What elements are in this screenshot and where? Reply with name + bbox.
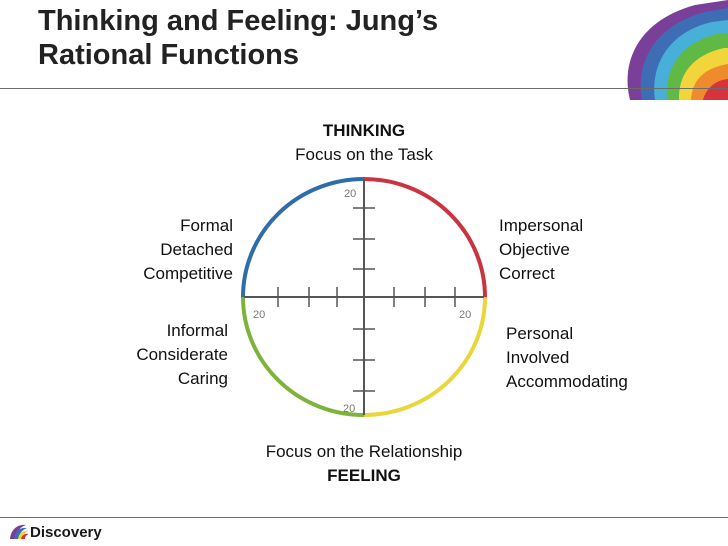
rainbow-swirl-logo-icon	[627, 0, 728, 100]
quadrant-bottom-left-traits: Informal Considerate Caring	[100, 319, 228, 391]
axis-label-right: 20	[459, 309, 471, 321]
axis-label-bottom: 20	[343, 403, 355, 415]
arc-top-left	[241, 177, 365, 298]
quadrant-bottom-right-traits: Personal Involved Accommodating	[506, 322, 676, 394]
trait: Considerate	[136, 345, 228, 364]
discovery-swirl-icon	[10, 524, 29, 539]
trait: Formal	[180, 216, 233, 235]
arc-top-right	[363, 177, 487, 298]
arc-bottom-left	[241, 296, 365, 417]
discovery-wordmark: Discovery	[30, 524, 102, 541]
trait: Involved	[506, 348, 570, 367]
footer-divider	[0, 517, 728, 518]
quadrant-top-right-traits: Impersonal Objective Correct	[499, 214, 639, 286]
thinking-subheading: Focus on the Task	[295, 145, 433, 164]
header-divider	[0, 88, 728, 89]
feeling-subheading: Focus on the Relationship	[265, 442, 463, 461]
thinking-label: THINKING Focus on the Task	[264, 119, 464, 167]
arc-bottom-right	[363, 296, 487, 417]
trait: Detached	[160, 240, 233, 259]
vertical-ticks	[353, 207, 375, 392]
trait: Impersonal	[499, 216, 584, 235]
quadrant-top-left-traits: Formal Detached Competitive	[100, 214, 233, 286]
feeling-heading: FEELING	[327, 466, 401, 485]
thinking-heading: THINKING	[322, 121, 406, 140]
trait: Caring	[177, 369, 228, 388]
axis-label-top: 20	[344, 188, 356, 200]
axis-label-left: 20	[253, 309, 265, 321]
slide-title-line-2: Rational Functions	[38, 39, 299, 71]
slide-title-line-1: Thinking and Feeling: Jung’s	[38, 5, 439, 37]
feeling-label: Focus on the Relationship FEELING	[234, 440, 494, 488]
trait: Correct	[499, 264, 555, 283]
discovery-logo: Discovery	[10, 524, 102, 541]
trait: Objective	[499, 240, 570, 259]
horizontal-ticks	[277, 287, 456, 307]
trait: Competitive	[143, 264, 233, 283]
trait: Informal	[166, 321, 228, 340]
trait: Personal	[506, 324, 574, 343]
trait: Accommodating	[506, 372, 628, 391]
slide-title: Thinking and Feeling: Jung’s Rational Fu…	[38, 4, 438, 72]
